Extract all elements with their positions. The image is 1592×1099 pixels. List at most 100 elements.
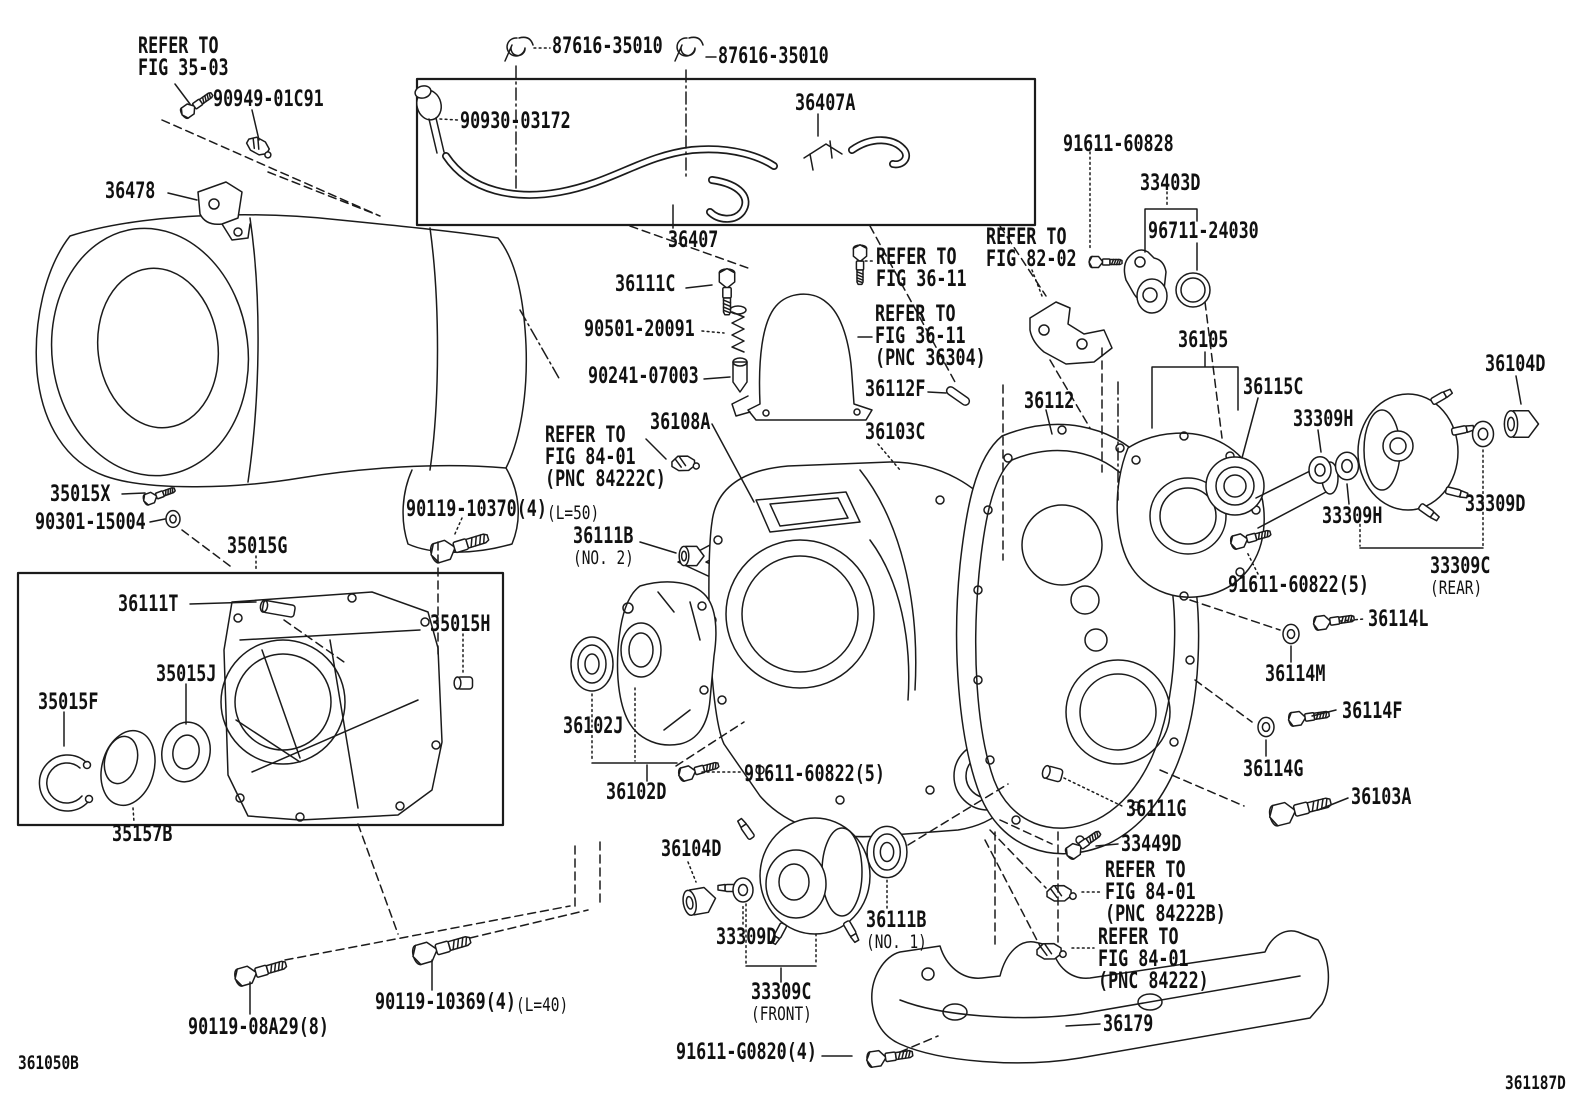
plug-35015x — [141, 483, 177, 507]
part-35015h: 35015H — [430, 612, 491, 637]
pin-90241 — [733, 358, 747, 392]
part-33309d-rear: 33309D — [1465, 492, 1526, 517]
part-36114l: 36114L — [1368, 607, 1429, 632]
bolt-90119-08a29 — [232, 955, 289, 988]
part-36111c: 36111C — [615, 272, 676, 297]
part-36179: 36179 — [1103, 1012, 1154, 1037]
bracket-36478 — [198, 182, 250, 240]
bracket-refer-82-02 — [1030, 302, 1112, 364]
part-91611-60828: 91611-60828 — [1063, 132, 1174, 157]
part-36112f: 36112F — [865, 377, 926, 402]
bolt-91611-60822-center — [676, 757, 721, 783]
spacer-33309d-rear — [1471, 420, 1495, 448]
sensor-pnc84222c — [669, 452, 701, 474]
washer-36114m — [1282, 623, 1300, 645]
part-36103a: 36103A — [1351, 785, 1412, 810]
extension-housing-box — [18, 573, 503, 825]
part-36407a: 36407A — [795, 91, 856, 116]
part-87616-35010-right: 87616-35010 — [718, 44, 829, 69]
bolt-91611-60828 — [1088, 256, 1123, 268]
oil-seal-36102j — [570, 636, 614, 692]
part-36104d-rear: 36104D — [1485, 352, 1546, 377]
part-90301-15004: 90301-15004 — [35, 510, 146, 535]
bolt-refer-36-11 — [852, 244, 868, 285]
washer-33309h-1 — [1308, 455, 1332, 485]
part-36114g: 36114G — [1243, 757, 1304, 782]
bearing-36115c — [1206, 457, 1264, 515]
part-90930-03172: 90930-03172 — [460, 109, 571, 134]
bolt-90119-10369 — [409, 929, 474, 967]
part-90119-08a29: 90119-08A29(8) — [188, 1015, 329, 1040]
part-36108a: 36108A — [650, 410, 711, 435]
part-35015g: 35015G — [227, 534, 288, 559]
oring-96711 — [1176, 273, 1210, 307]
ring-35015j — [157, 718, 215, 785]
nut-36104d-rear — [1503, 409, 1540, 439]
pin-36112f — [945, 385, 971, 406]
part-35015j: 35015J — [156, 662, 217, 687]
front-hub-33309c — [717, 817, 870, 946]
part-36112: 36112 — [1024, 389, 1075, 414]
pipe-36407a — [804, 141, 842, 170]
clamp-icon — [674, 36, 704, 62]
bolt-36114f — [1287, 706, 1331, 728]
part-90119-10369-length: (L=40) — [516, 994, 569, 1016]
snap-ring-35015f — [39, 755, 92, 811]
shift-retainer-36304 — [732, 294, 872, 420]
hose-assembly-box — [414, 79, 1035, 225]
nut-36104d-front — [680, 885, 719, 918]
bolt-36103a — [1266, 791, 1334, 828]
part-36111t: 36111T — [118, 592, 179, 617]
washer-33309d-front — [732, 877, 754, 903]
part-36104d-front: 36104D — [661, 837, 722, 862]
bolt-36114l — [1312, 610, 1356, 632]
part-36102d: 36102D — [606, 780, 667, 805]
part-90119-10369: 90119-10369(4) — [375, 990, 516, 1015]
part-36102j: 36102J — [563, 714, 624, 739]
part-36478: 36478 — [105, 179, 156, 204]
part-33309c-front: 33309C(FRONT) — [751, 980, 812, 1025]
pin-36111t — [259, 600, 295, 618]
part-91611-60822-right: 91611-60822(5) — [1228, 573, 1369, 598]
seal-retainer-36102 — [618, 582, 716, 745]
lever-33403d — [1124, 250, 1167, 313]
part-36111g: 36111G — [1126, 797, 1187, 822]
washer-36114g — [1257, 716, 1275, 738]
part-33309d-front: 33309D — [716, 925, 777, 950]
part-33309h-lower: 33309H — [1322, 504, 1383, 529]
part-96711-24030: 96711-24030 — [1148, 219, 1259, 244]
part-33309h-upper: 33309H — [1293, 407, 1354, 432]
page-code-left: 361050B — [18, 1052, 79, 1074]
part-90501-20091: 90501-20091 — [584, 317, 695, 342]
nozzle-90930 — [414, 84, 445, 153]
part-36114m: 36114M — [1265, 662, 1326, 687]
part-90241-07003: 90241-07003 — [588, 364, 699, 389]
plug-35015h — [453, 676, 474, 690]
part-36105: 36105 — [1178, 328, 1229, 353]
page-code-right: 361187D — [1505, 1072, 1566, 1094]
washer-90301 — [165, 510, 181, 528]
part-35015f: 35015F — [38, 690, 99, 715]
cup-35157b — [93, 725, 163, 812]
part-35015x: 35015X — [50, 482, 111, 507]
part-36115c: 36115C — [1243, 375, 1304, 400]
part-91611-60822-center: 91611-60822(5) — [744, 762, 885, 787]
part-36111b-no1: 36111B(NO. 1) — [866, 908, 927, 953]
part-36103c: 36103C — [865, 420, 926, 445]
sensor-90949 — [243, 134, 276, 160]
rear-hub-33309c — [1256, 387, 1475, 528]
transfer-case-36103 — [708, 462, 1037, 837]
bracket-36179 — [872, 931, 1329, 1063]
bolt-refer-35-03 — [178, 88, 216, 121]
leader-lines — [64, 48, 1521, 1056]
part-33403d: 33403D — [1140, 171, 1201, 196]
